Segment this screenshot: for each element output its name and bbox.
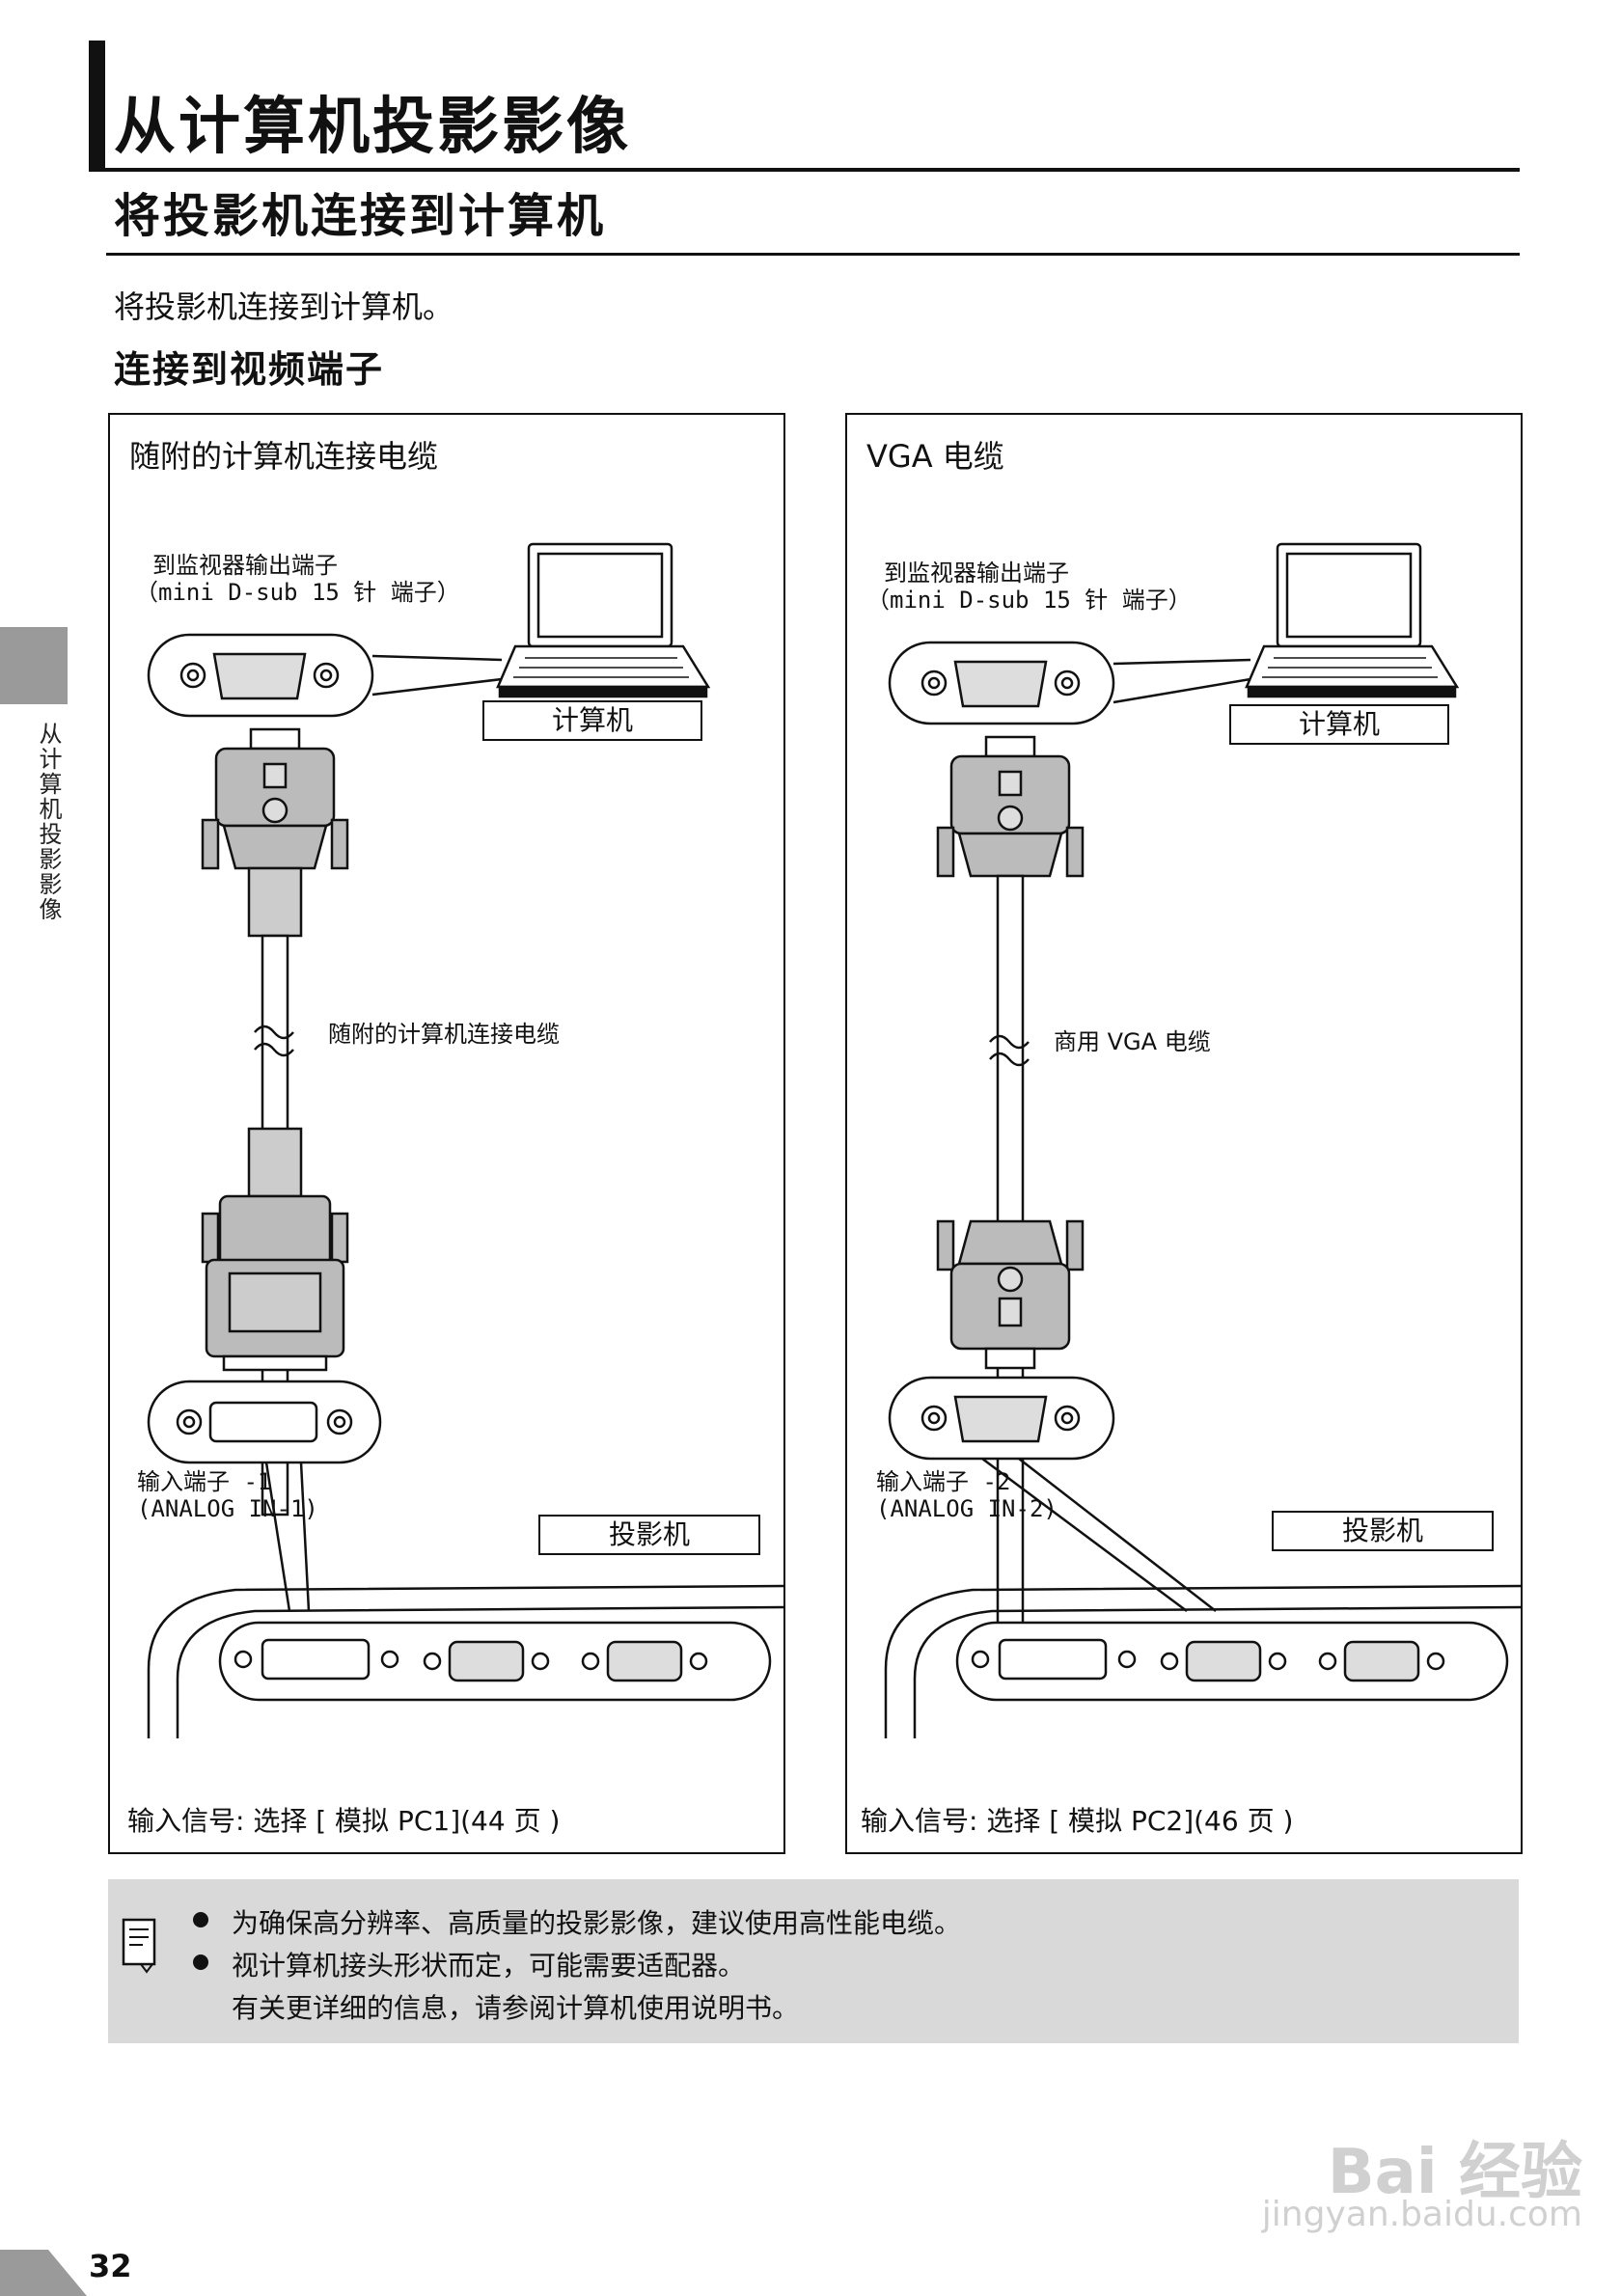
dvi-port-callout (147, 1380, 382, 1612)
vga-port-callout (888, 1376, 1217, 1613)
note-box: 为确保高分辨率、高质量的投影影像，建议使用高性能电缆。 视计算机接头形状而定，可… (108, 1879, 1519, 2043)
monitor-port-spec: （mini D-sub 15 针 端子） (135, 579, 460, 606)
input-signal-note: 输入信号: 选择 [ 模拟 PC2](46 页 ) (861, 1805, 1294, 1837)
input-port-label: 输入端子 -2 (876, 1468, 1011, 1495)
bullet-icon (193, 1954, 208, 1970)
computer-label: 计算机 (482, 700, 702, 741)
input-port-spec: (ANALOG IN-1) (137, 1495, 318, 1522)
vga-plug-bottom (936, 1219, 1085, 1370)
page-title: 从计算机投影影像 (114, 92, 631, 163)
input-port-label: 输入端子 -1 (137, 1468, 272, 1495)
connection-diagram (147, 542, 786, 1738)
input-signal-note: 输入信号: 选择 [ 模拟 PC1](44 页 ) (127, 1805, 561, 1837)
monitor-port-callout (888, 641, 1251, 725)
laptop-icon (1245, 542, 1460, 698)
vga-plug-top (936, 735, 1085, 878)
computer-label: 计算机 (1229, 704, 1449, 745)
projector-label: 投影机 (1272, 1511, 1494, 1551)
intro-text: 将投影机连接到计算机。 (114, 288, 454, 325)
chapter-side-label: 从计算机投影影像 (35, 722, 62, 922)
panel-title: 随附的计算机连接电缆 (129, 438, 439, 475)
monitor-port-callout (147, 633, 503, 718)
vga-plug-top (201, 727, 349, 870)
bullet-icon (193, 1912, 208, 1927)
note-line: 有关更详细的信息，请参阅计算机使用说明书。 (232, 1992, 800, 2024)
monitor-port-label: 到监视器输出端子 (152, 552, 338, 579)
page-number-tab (0, 2250, 87, 2296)
projector-back-panel (147, 1584, 786, 1738)
projector-back-panel (884, 1584, 1524, 1738)
projector-label: 投影机 (538, 1515, 760, 1555)
watermark-url: jingyan.baidu.com (1261, 2195, 1582, 2234)
panel-supplied-cable: 随附的计算机连接电缆 (108, 413, 786, 1854)
note-line: 为确保高分辨率、高质量的投影影像，建议使用高性能电缆。 (232, 1907, 962, 1939)
cable-label: 随附的计算机连接电缆 (328, 1021, 560, 1048)
page-number: 32 (89, 2248, 132, 2284)
title-rule (89, 168, 1520, 172)
connection-diagram (884, 542, 1524, 1738)
watermark-logo: Bai 经验 (1327, 2137, 1582, 2208)
panel-title: VGA 电缆 (866, 438, 1004, 475)
dvi-plug-bottom (201, 1194, 349, 1372)
section-rule (106, 253, 1520, 256)
note-line: 视计算机接头形状而定，可能需要适配器。 (232, 1950, 746, 1982)
panel-vga-cable: VGA 电缆 (845, 413, 1524, 1854)
subsection-title: 连接到视频端子 (114, 348, 385, 391)
laptop-icon (496, 542, 711, 698)
chapter-tab (0, 627, 68, 704)
monitor-port-spec: （mini D-sub 15 针 端子） (866, 587, 1192, 614)
section-title: 将投影机连接到计算机 (114, 189, 607, 243)
monitor-port-label: 到监视器输出端子 (884, 560, 1069, 587)
title-accent-bar (89, 41, 105, 169)
memo-icon (122, 1918, 156, 1974)
cable-label: 商用 VGA 电缆 (1054, 1028, 1211, 1055)
input-port-spec: (ANALOG IN-2) (876, 1495, 1058, 1522)
